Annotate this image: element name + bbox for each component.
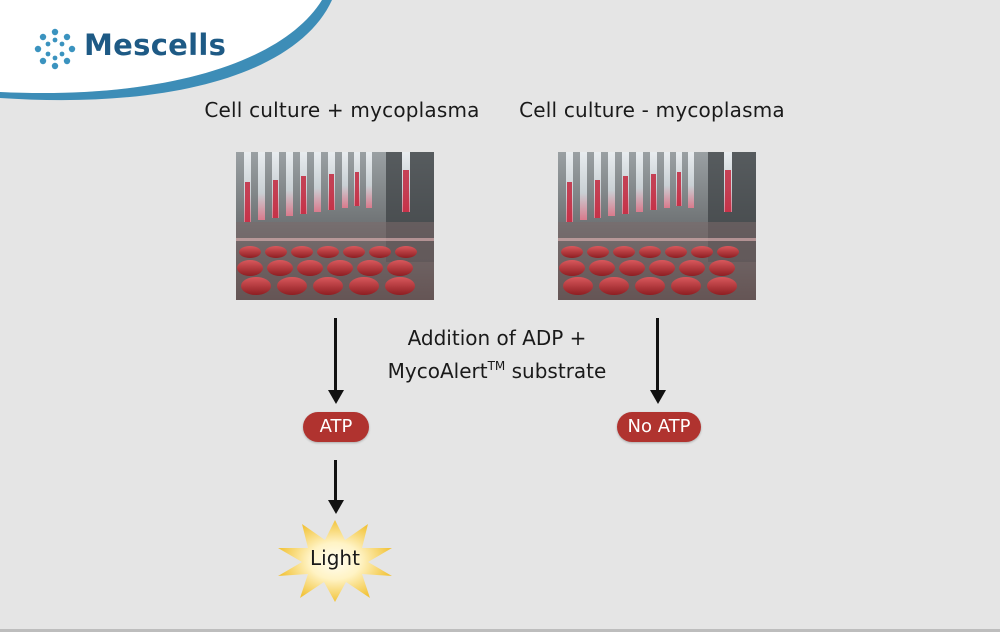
- process-line-2: MycoAlertTM substrate: [372, 352, 622, 385]
- reagent-name: MycoAlert: [387, 359, 488, 383]
- header-white-panel: [0, 0, 322, 94]
- process-line-1: Addition of ADP +: [407, 326, 587, 350]
- light-starburst-icon: [278, 520, 392, 602]
- header-swoosh: [0, 0, 332, 101]
- mescells-logo-icon: [34, 28, 76, 70]
- arrow-left-to-atp-shaft: [334, 318, 337, 392]
- culture-plate-illustration: [236, 152, 434, 300]
- no-atp-result-badge: No ATP: [617, 412, 701, 442]
- trademark-mark: TM: [487, 359, 506, 373]
- left-column-title: Cell culture + mycoplasma: [204, 98, 480, 122]
- reagent-suffix: substrate: [505, 359, 607, 383]
- culture-plate-illustration: [558, 152, 756, 300]
- arrow-atp-to-light-shaft: [334, 460, 337, 502]
- starburst-shape: [278, 520, 392, 602]
- right-culture-plate-photo: [558, 152, 756, 300]
- arrow-down-icon: [328, 500, 344, 514]
- brand-name: Mescells: [84, 28, 227, 62]
- arrow-down-icon: [650, 390, 666, 404]
- arrow-down-icon: [328, 390, 344, 404]
- right-column-title: Cell culture - mycoplasma: [519, 98, 785, 122]
- bottom-divider: [0, 629, 1000, 632]
- process-step-text: Addition of ADP + MycoAlertTM substrate: [372, 324, 622, 385]
- header-blue-curve: [0, 0, 332, 101]
- arrow-right-to-no-atp-shaft: [656, 318, 659, 392]
- left-culture-plate-photo: [236, 152, 434, 300]
- atp-result-badge: ATP: [303, 412, 369, 442]
- light-label: Light: [310, 546, 360, 570]
